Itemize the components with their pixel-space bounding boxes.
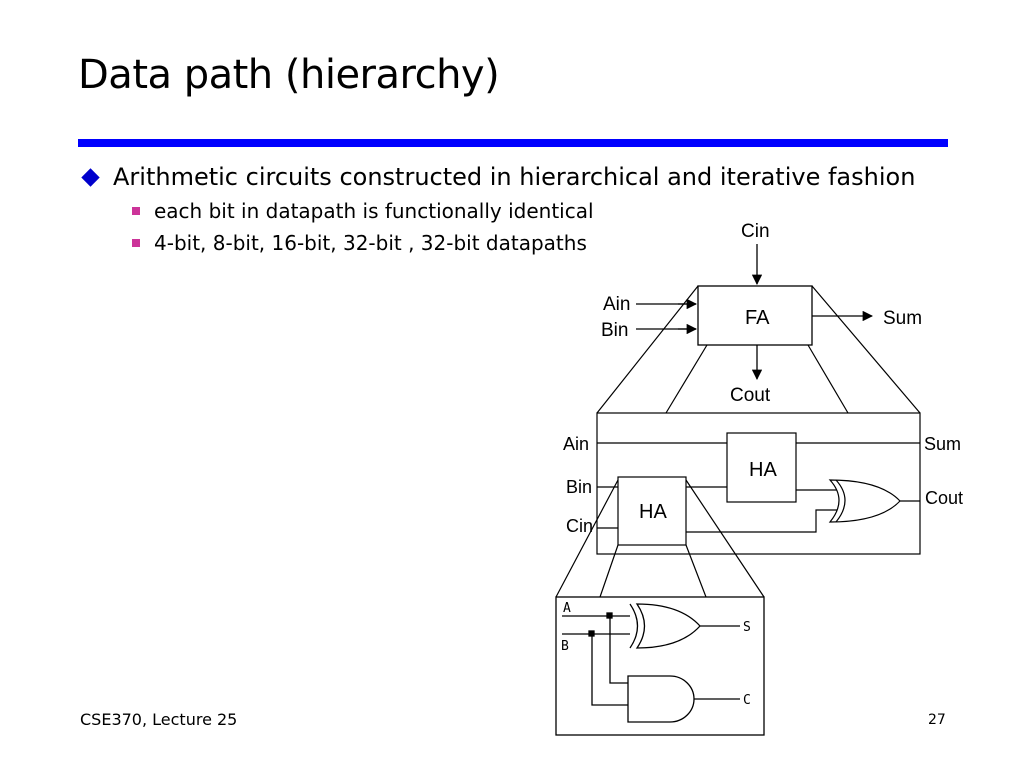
fa-label: FA	[745, 307, 770, 329]
bullet-text: Arithmetic circuits constructed in hiera…	[113, 163, 916, 191]
zoom-lines-ha	[555, 479, 765, 598]
square-bullet-icon	[132, 207, 140, 215]
ha-lower-label: HA	[639, 501, 667, 523]
bullet-text: each bit in datapath is functionally ide…	[154, 199, 594, 223]
bullet-level2: 4-bit, 8-bit, 16-bit, 32-bit , 32-bit da…	[132, 231, 587, 255]
slide-title: Data path (hierarchy)	[78, 52, 500, 98]
ha-detail-box	[555, 596, 765, 736]
fa-detail-box	[596, 412, 921, 555]
zoom-lines-fa	[596, 285, 921, 414]
detail-cout-label: Cout	[925, 488, 963, 508]
footer-course: CSE370, Lecture 25	[80, 710, 238, 729]
ha-s-label: S	[743, 620, 751, 635]
bullet-level2: each bit in datapath is functionally ide…	[132, 199, 594, 223]
ha-lower-box	[617, 476, 687, 546]
page-number: 27	[928, 712, 946, 728]
xor-gate-icon	[635, 603, 701, 649]
fa-sum-label: Sum	[883, 308, 922, 329]
detail-sum-label: Sum	[924, 434, 961, 454]
or-gate-icon	[828, 479, 901, 523]
ha-c-label: C	[743, 693, 751, 708]
ha-upper-box	[726, 432, 797, 503]
square-bullet-icon	[132, 239, 140, 247]
fa-ain-label: Ain	[603, 294, 630, 315]
detail-cin-label: Cin	[566, 516, 593, 536]
bullet-level1: Arithmetic circuits constructed in hiera…	[80, 163, 915, 191]
detail-bin-label: Bin	[566, 477, 592, 497]
and-gate-icon	[627, 675, 695, 723]
ha-a-label: A	[563, 601, 571, 616]
fa-bin-label: Bin	[601, 320, 628, 341]
detail-ain-label: Ain	[563, 434, 589, 454]
fa-cin-label: Cin	[741, 221, 770, 242]
ha-upper-label: HA	[749, 459, 777, 481]
fa-cout-label: Cout	[730, 385, 771, 406]
ha-b-label: B	[561, 639, 569, 654]
bullet-text: 4-bit, 8-bit, 16-bit, 32-bit , 32-bit da…	[154, 231, 587, 255]
title-underline	[78, 139, 948, 147]
full-adder-block	[636, 244, 874, 381]
